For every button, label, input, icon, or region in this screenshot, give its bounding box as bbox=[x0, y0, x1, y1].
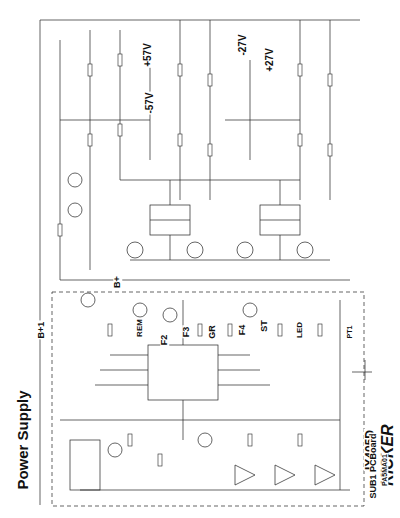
signal-name: ST bbox=[260, 319, 269, 333]
resistor-symbol bbox=[198, 324, 202, 336]
resistor-symbol bbox=[178, 134, 182, 146]
resistor-symbol bbox=[88, 134, 92, 146]
resistor-symbol bbox=[208, 74, 212, 86]
resistor-symbol bbox=[118, 54, 122, 66]
resistor-symbol bbox=[298, 64, 302, 76]
signal-name: F4 bbox=[238, 324, 247, 337]
resistor-symbol bbox=[128, 434, 132, 446]
voltage-label: -27V bbox=[238, 33, 249, 56]
voltage-label: +57V bbox=[143, 42, 154, 68]
resistor-symbol bbox=[178, 64, 182, 76]
board-name: SUB1 PCBoard bbox=[369, 432, 378, 499]
resistor-symbol bbox=[248, 434, 252, 446]
signal-name: F3 bbox=[182, 326, 191, 339]
resistor-symbol bbox=[328, 144, 332, 156]
voltage-label: +27V bbox=[265, 47, 276, 73]
diagram-title: Power Supply bbox=[15, 390, 30, 489]
resistor-symbol bbox=[228, 324, 232, 336]
signal-name: B+ bbox=[113, 275, 122, 289]
resistor-symbol bbox=[158, 454, 162, 466]
signal-name: REM bbox=[136, 318, 144, 338]
resistor-symbol bbox=[108, 324, 112, 336]
resistor-symbol bbox=[298, 434, 302, 446]
resistor-symbol bbox=[88, 64, 92, 76]
part-name: PT1 bbox=[346, 325, 353, 340]
resistor-symbol bbox=[58, 224, 62, 236]
signal-name: F2 bbox=[160, 334, 169, 347]
signal-name: LED bbox=[296, 321, 304, 339]
voltage-label: -57V bbox=[145, 91, 156, 114]
board-code: PA5MA01 bbox=[381, 453, 388, 487]
resistor-symbol bbox=[208, 144, 212, 156]
resistor-symbol bbox=[318, 324, 322, 336]
resistor-symbol bbox=[278, 324, 282, 336]
resistor-symbol bbox=[118, 124, 122, 136]
resistor-symbol bbox=[328, 74, 332, 86]
resistor-symbol bbox=[298, 134, 302, 146]
signal-name: B+1 bbox=[37, 321, 46, 340]
signal-name: GR bbox=[208, 324, 217, 340]
